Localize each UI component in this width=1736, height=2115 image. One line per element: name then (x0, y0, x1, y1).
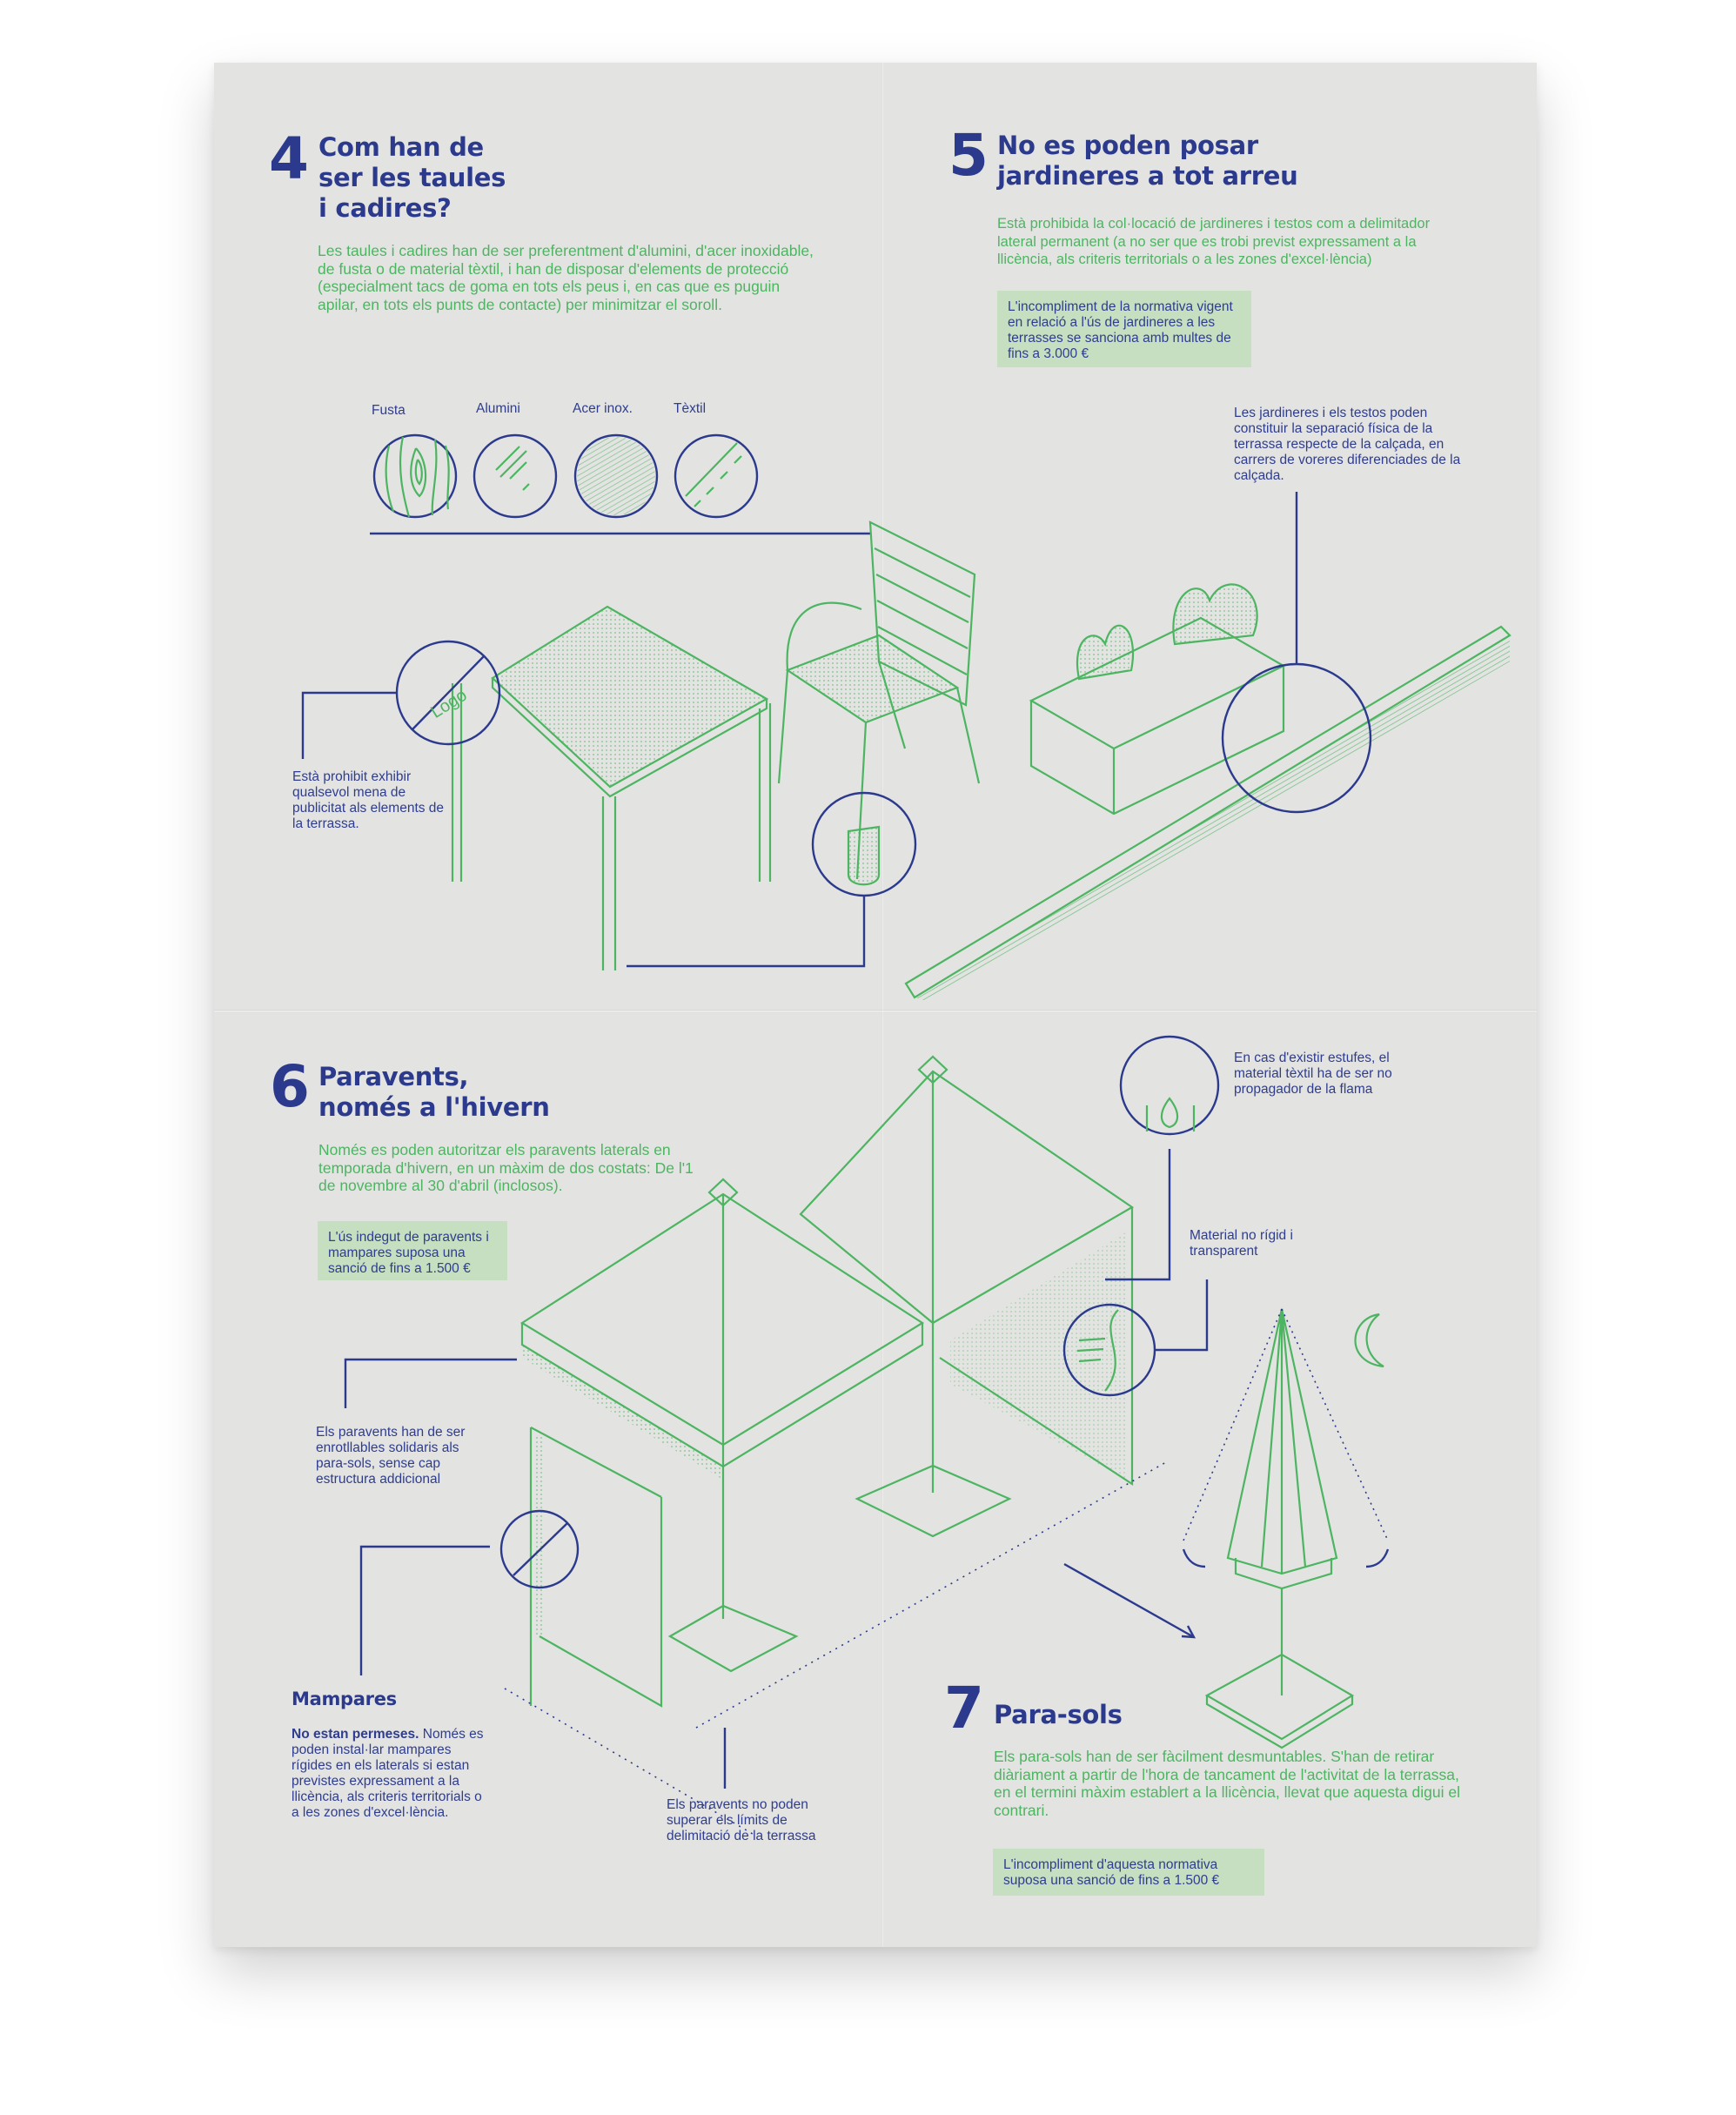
logo-callout: Logo (301, 640, 501, 759)
mampares-title: Mampares (292, 1689, 397, 1709)
section-7-fine-box: L'incompliment d'aquesta normativa supos… (993, 1849, 1264, 1896)
steel-texture-icon (573, 433, 659, 519)
material-note: Material no rígid i transparent (1190, 1228, 1293, 1259)
parasol-windbreak-illustration (344, 1035, 1220, 1837)
fold-line-vertical (881, 63, 884, 1947)
section-5-title: No es poden posar jardineres a tot arreu (997, 131, 1298, 191)
title-line: jardineres a tot arreu (997, 161, 1298, 191)
section-4-title: Com han de ser les taules i cadires? (318, 132, 506, 224)
section-6-body: Només es poden autoritzar els paravents … (318, 1141, 694, 1194)
section-5-body: Està prohibida la col·locació de jardine… (997, 216, 1431, 267)
closed-parasol-illustration (1063, 1308, 1390, 1749)
limits-note: Els paravents no poden superar els límit… (667, 1797, 816, 1843)
title-line: ser les taules (318, 163, 506, 192)
poster-sheet (214, 63, 1537, 1947)
stoves-note: En cas d'existir estufes, el material tè… (1234, 1051, 1392, 1097)
material-label-textil: Tèxtil (674, 401, 707, 416)
aluminium-texture-icon (473, 433, 558, 519)
planter-note: Les jardineres i els testos poden consti… (1234, 406, 1461, 483)
mampares-bold: No estan permeses. (292, 1727, 419, 1742)
section-4-body: Les taules i cadires han de ser preferen… (318, 242, 814, 313)
section-7-body: Els para-sols han de ser fàcilment desmu… (994, 1748, 1460, 1819)
title-line: i cadires? (318, 193, 452, 223)
rollable-note: Els paravents han de ser enrotllables so… (316, 1425, 466, 1487)
table-illustration (451, 605, 772, 970)
mampares-body: No estan permeses. Només es poden instal… (292, 1727, 492, 1821)
title-line: No es poden posar (997, 131, 1258, 160)
section-7-title: Para-sols (994, 1700, 1123, 1729)
section-6-fine-box: L'ús indegut de paravents i mampares sup… (318, 1221, 507, 1280)
planter-illustration (904, 492, 1511, 1001)
textile-texture-icon (674, 433, 759, 519)
section-4-number: 4 (269, 125, 309, 192)
section-5-number: 5 (948, 122, 989, 189)
title-line: Paravents, (318, 1062, 469, 1091)
chair-illustration (627, 520, 981, 968)
wood-texture-icon (372, 433, 458, 519)
section-7-number: 7 (944, 1675, 984, 1742)
material-label-alumini: Alumini (476, 401, 520, 416)
material-label-acer: Acer inox. (573, 401, 633, 416)
title-line: Com han de (318, 132, 484, 162)
advertising-note: Està prohibit exhibir qualsevol mena de … (292, 769, 445, 831)
section-6-title: Paravents, només a l'hivern (318, 1062, 550, 1123)
title-line: només a l'hivern (318, 1092, 550, 1122)
section-6-number: 6 (270, 1053, 310, 1120)
mampares-text: Només es poden instal·lar mampares rígid… (292, 1727, 484, 1820)
section-5-fine-box: L'incompliment de la normativa vigent en… (997, 291, 1251, 367)
fold-line-horizontal (214, 1010, 1537, 1013)
material-label-fusta: Fusta (372, 403, 406, 418)
